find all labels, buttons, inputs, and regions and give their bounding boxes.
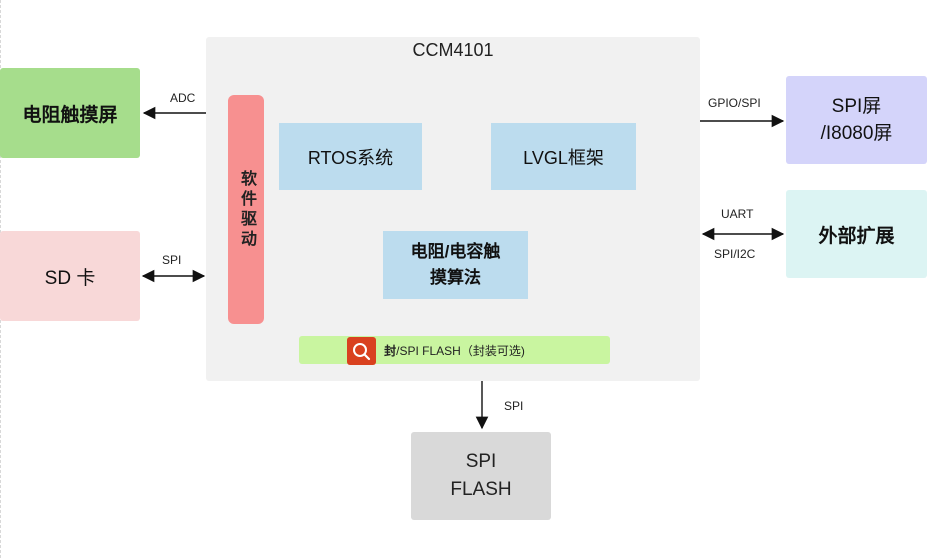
flash-bar-label: /SPI FLASH（封装可选) <box>396 343 525 358</box>
sd-card-block: SD 卡 <box>0 231 140 321</box>
spi-screen-line1: SPI屏 <box>831 96 882 117</box>
internal-flash-bar: 封/SPI FLASH（封装可选) <box>299 336 610 364</box>
edge-label-spi-i2c: SPI/I2C <box>714 247 756 261</box>
spi-flash-line1: SPI <box>465 451 497 472</box>
spi-flash-block: SPI FLASH <box>411 432 551 520</box>
touch-algorithm-line1: 电阻/电容触 <box>410 242 501 261</box>
chip-block <box>206 37 700 381</box>
touch-algorithm-line2: 摸算法 <box>429 268 481 287</box>
search-overlay-button[interactable] <box>347 337 376 365</box>
external-expansion-block: 外部扩展 <box>786 190 927 278</box>
spi-screen-block: SPI屏 /I8080屏 <box>786 76 927 164</box>
edge-label-adc: ADC <box>170 91 196 105</box>
search-icon <box>353 343 371 361</box>
touch-algorithm-block: 电阻/电容触 摸算法 <box>383 231 528 299</box>
lvgl-block: LVGL框架 <box>491 123 636 190</box>
edge-label-spi-sd: SPI <box>162 253 182 267</box>
edge-label-uart: UART <box>721 207 754 221</box>
chip-title: CCM4101 <box>412 40 494 60</box>
software-driver-block: 软件驱动 <box>228 95 264 324</box>
spi-screen-line2: /I8080屏 <box>820 123 893 144</box>
rtos-block: RTOS系统 <box>279 123 422 190</box>
flash-bar-glyph: 封 <box>384 343 397 358</box>
resistive-touchscreen-block: 电阻触摸屏 <box>0 68 140 158</box>
spi-flash-line2: FLASH <box>450 479 512 500</box>
edge-label-gpio-spi: GPIO/SPI <box>708 96 761 110</box>
edge-label-spi-flash: SPI <box>504 399 524 413</box>
